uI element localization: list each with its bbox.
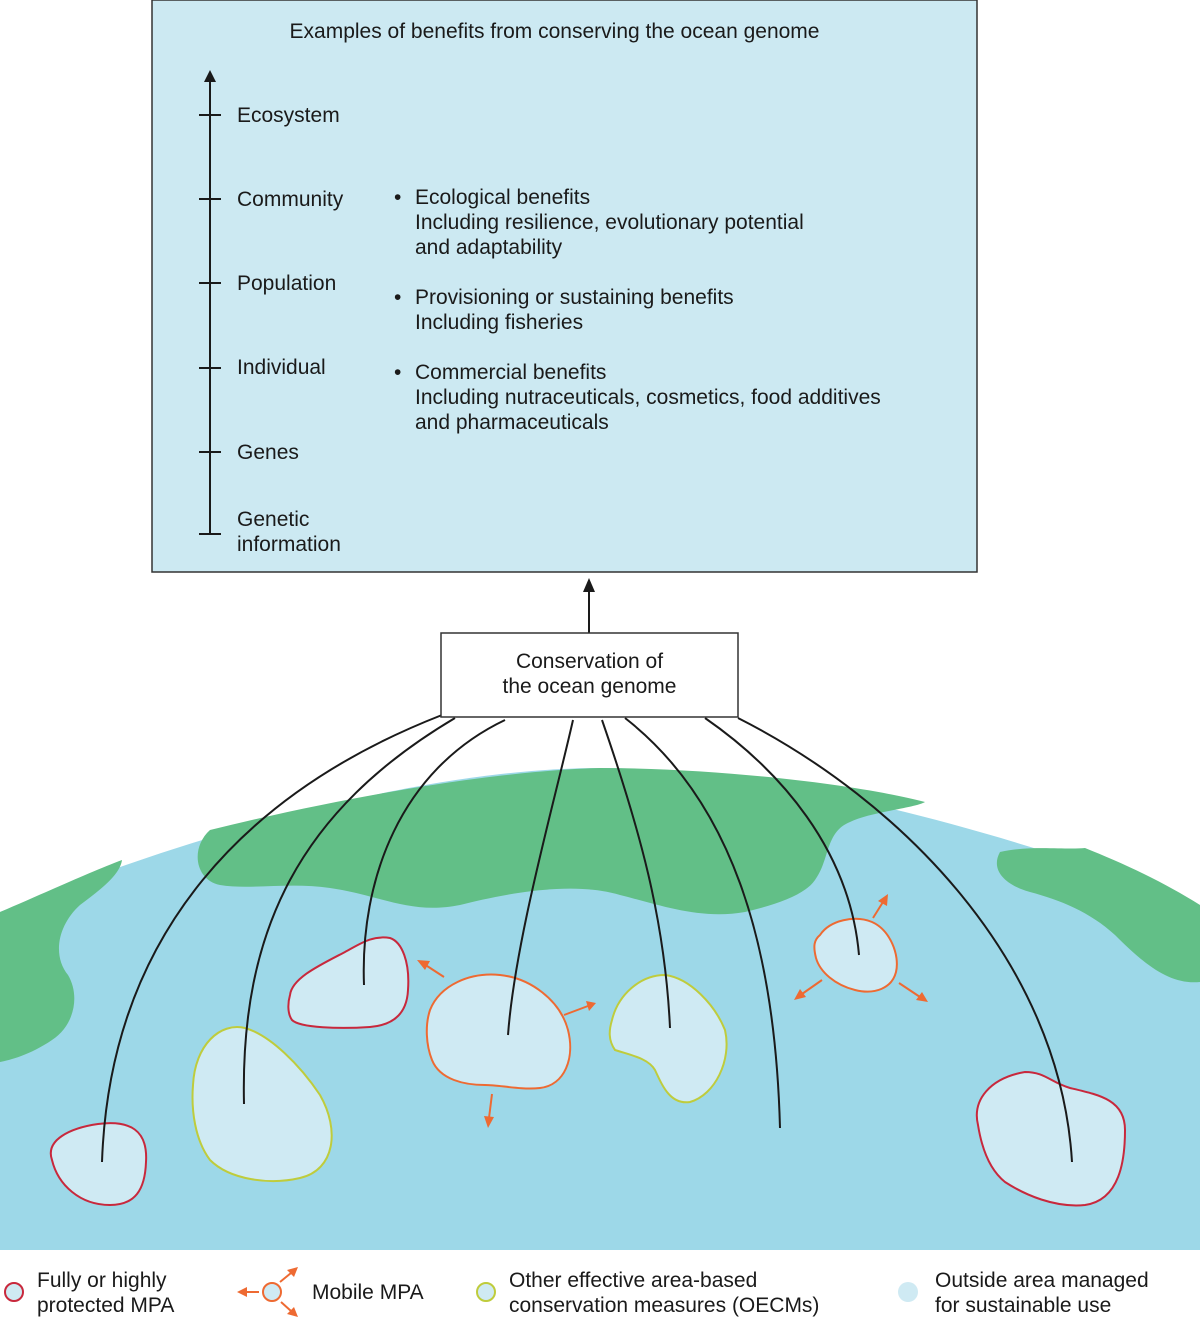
legend-mobile-icon <box>262 1282 282 1302</box>
legend-outside-icon <box>898 1282 918 1302</box>
fully-protected-mpa <box>49 1122 148 1207</box>
scale-axis-arrowhead <box>204 70 216 82</box>
legend-oecm-icon <box>476 1282 496 1302</box>
scale-label-population: Population <box>237 272 337 295</box>
connection-lines <box>101 714 1073 1163</box>
fully-protected-mpa <box>975 1070 1127 1207</box>
center-box-label: Conservation of the ocean genome <box>502 650 677 698</box>
mobile-mpa <box>425 973 572 1090</box>
legend-fully-protected-label: Fully or highly protected MPA <box>37 1269 175 1317</box>
center-box <box>440 632 739 718</box>
scale-label-individual: Individual <box>237 356 326 379</box>
benefit-ecological: Ecological benefits Including resilience… <box>415 186 804 259</box>
benefit-commercial: Commercial benefits Including nutraceuti… <box>415 361 881 434</box>
benefit-bullet: • <box>394 186 402 209</box>
land-right <box>996 848 1200 983</box>
fully-protected-mpa <box>287 936 410 1029</box>
oecm-area <box>191 1026 333 1182</box>
up-arrow-head <box>583 578 595 592</box>
benefit-provisioning: Provisioning or sustaining benefits Incl… <box>415 286 734 334</box>
land-left <box>0 860 122 1062</box>
mobile-mpa-arrows <box>417 894 928 1128</box>
scale-label-ecosystem: Ecosystem <box>237 104 340 127</box>
benefits-panel <box>151 0 978 573</box>
scale-label-genetic-information: Genetic information <box>237 508 341 556</box>
scale-label-genes: Genes <box>237 441 299 464</box>
land-center <box>197 768 925 915</box>
mobile-mpa <box>813 917 898 993</box>
legend-mobile-label: Mobile MPA <box>312 1281 424 1304</box>
benefit-bullet: • <box>394 286 402 309</box>
legend-fully-protected-icon <box>4 1282 24 1302</box>
scale-label-community: Community <box>237 188 344 211</box>
legend-outside-label: Outside area managed for sustainable use <box>935 1269 1149 1317</box>
panel-title: Examples of benefits from conserving the… <box>289 20 820 43</box>
legend-oecm-label: Other effective area-based conservation … <box>509 1269 820 1317</box>
benefit-bullet: • <box>394 361 402 384</box>
legend-mobile-arrows <box>237 1267 298 1317</box>
